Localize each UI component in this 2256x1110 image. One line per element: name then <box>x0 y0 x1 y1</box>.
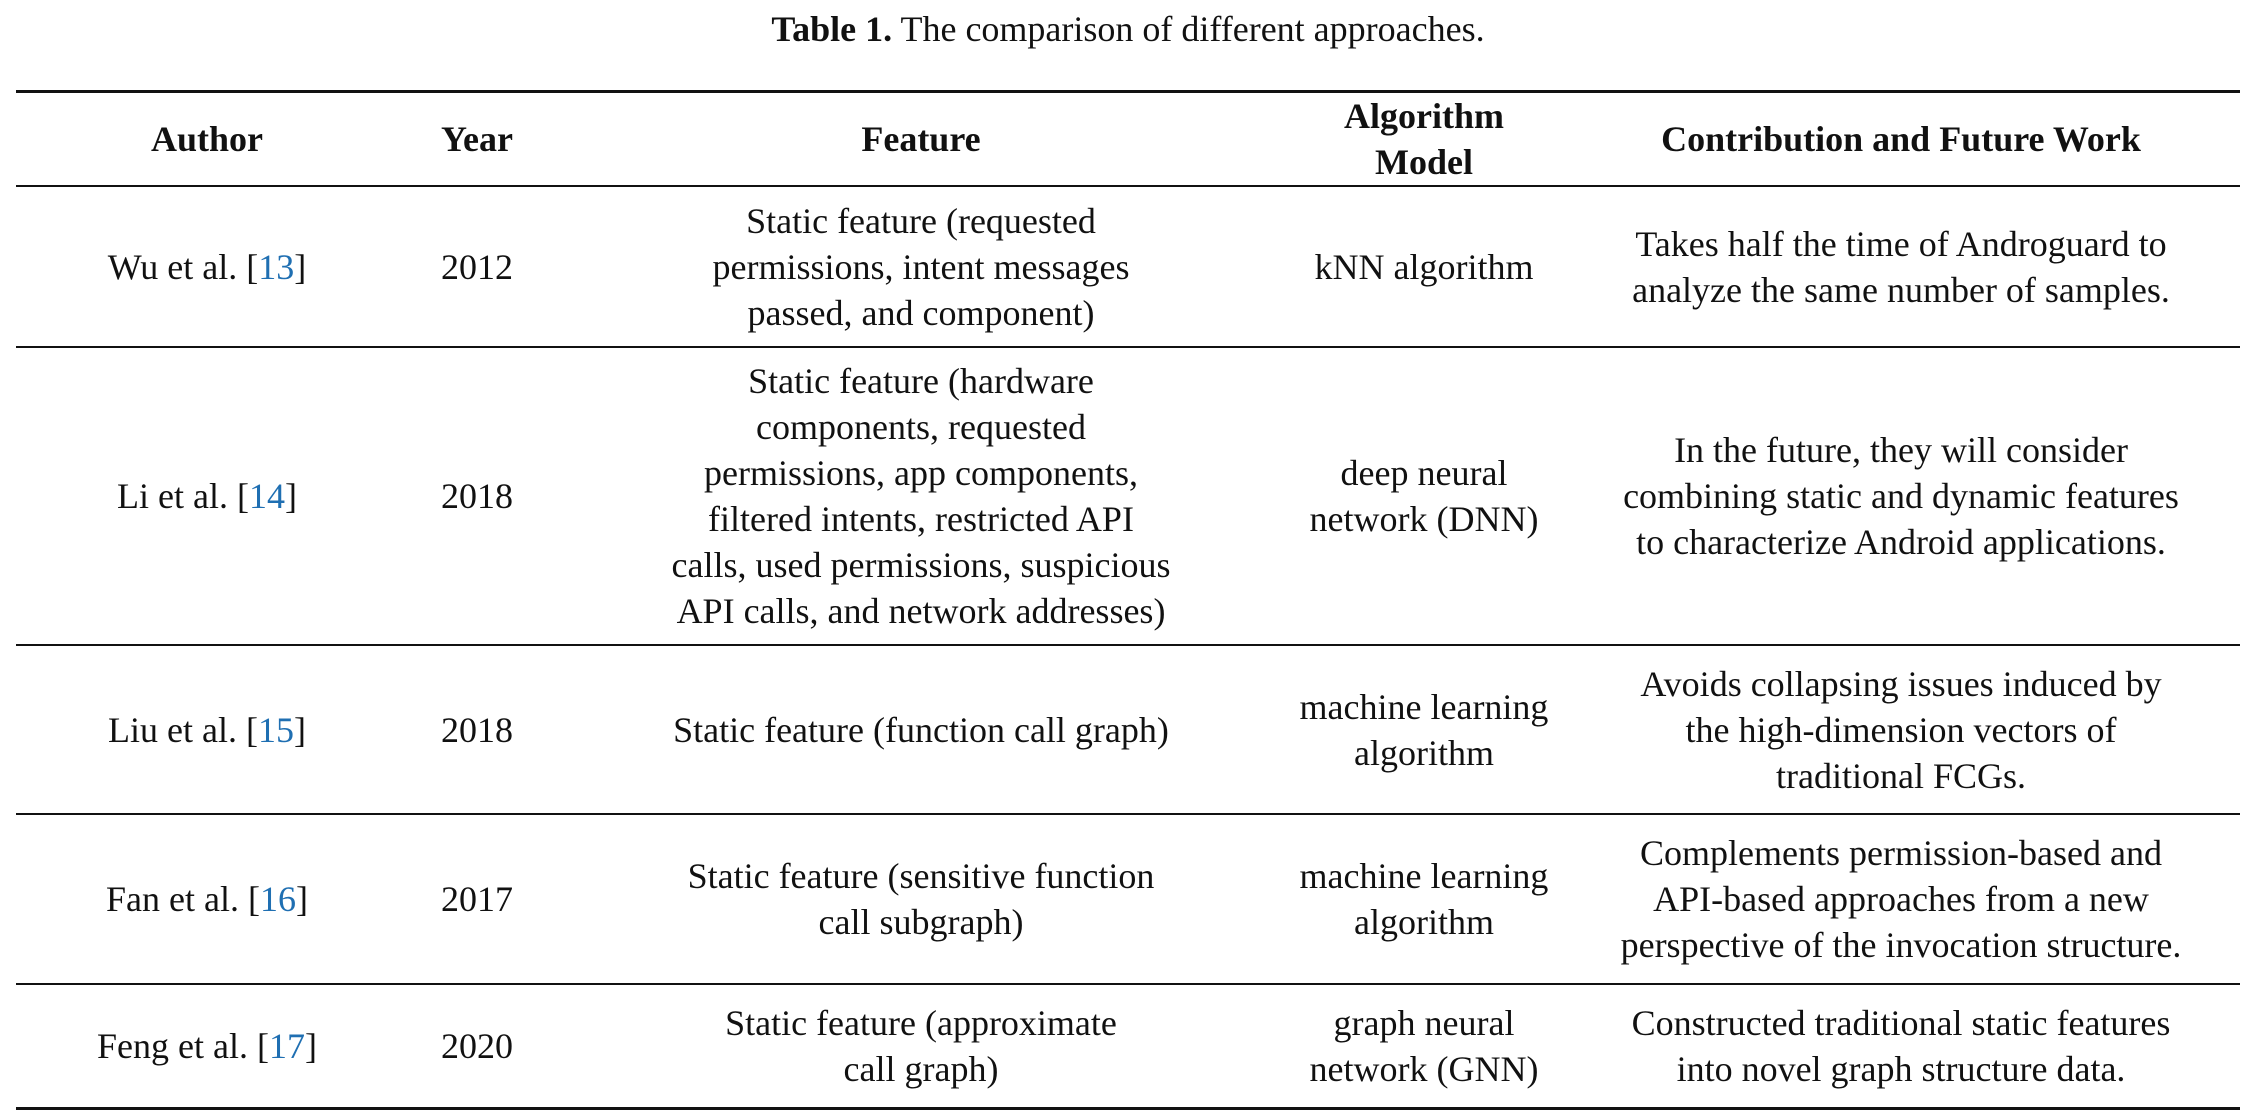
model-cell: machine learning algorithm <box>1286 645 1562 814</box>
feature-line: calls, used permissions, suspicious <box>671 545 1171 585</box>
model-line: machine learning <box>1299 856 1549 896</box>
comparison-table: Author Year Feature Algorithm Model Cont… <box>16 90 2240 1110</box>
citation-link[interactable]: 15 <box>257 709 294 750</box>
table-caption-label: Table 1. <box>771 9 893 49</box>
citation-link[interactable]: 16 <box>259 879 296 919</box>
model-line: network (DNN) <box>1309 499 1539 539</box>
header-algorithm-model: Algorithm Model <box>1344 96 1504 182</box>
contribution-cell: Takes half the time of Androguard to ana… <box>1562 186 2240 347</box>
feature-line: call graph) <box>843 1048 999 1089</box>
citation-link[interactable]: 17 <box>268 1025 305 1066</box>
feature-line: permissions, app components, <box>704 453 1138 493</box>
header-feature: Feature <box>861 119 981 159</box>
header-contribution: Contribution and Future Work <box>1661 119 2141 159</box>
header-year: Year <box>441 119 513 159</box>
table-header-row: Author Year Feature Algorithm Model Cont… <box>16 91 2240 186</box>
feature-line: Static feature (hardware <box>748 361 1094 401</box>
model-cell: deep neural network (DNN) <box>1286 347 1562 645</box>
model-cell: machine learning algorithm <box>1286 814 1562 984</box>
table-row: Li et al. [14] 2018 Static feature (hard… <box>16 347 2240 645</box>
contribution-line: Avoids collapsing issues induced by <box>1640 663 2162 704</box>
author-cell: Feng et al. [17] <box>97 1025 317 1066</box>
contribution-line: Complements permission-based and <box>1640 833 2162 873</box>
feature-line: Static feature (requested <box>746 200 1096 241</box>
year-cell: 2020 <box>441 1025 513 1066</box>
contribution-line: In the future, they will consider <box>1674 430 2128 470</box>
feature-line: API calls, and network addresses) <box>676 591 1166 631</box>
citation-link[interactable]: 13 <box>258 246 295 287</box>
author-cell: Liu et al. [15] <box>108 709 306 750</box>
feature-cell: Static feature (hardware components, req… <box>556 347 1286 645</box>
model-line: machine learning <box>1299 686 1549 727</box>
model-line: graph neural <box>1333 1002 1515 1043</box>
feature-line: filtered intents, restricted API <box>708 499 1134 539</box>
feature-line: components, requested <box>756 407 1086 447</box>
feature-cell: Static feature (sensitive function call … <box>556 814 1286 984</box>
table-caption: Table 1. The comparison of different app… <box>0 4 2256 54</box>
feature-line: permissions, intent messages <box>712 246 1130 287</box>
feature-cell: Static feature (approximate call graph) <box>556 984 1286 1108</box>
author-name: Liu et al. <box>108 709 237 750</box>
feature-cell: Static feature (function call graph) <box>556 645 1286 814</box>
contribution-line: combining static and dynamic features <box>1623 476 2179 516</box>
contribution-line: analyze the same number of samples. <box>1632 269 2170 310</box>
feature-line: Static feature (approximate <box>725 1002 1117 1043</box>
author-name: Feng et al. <box>97 1025 248 1066</box>
table-row: Wu et al. [13] 2012 Static feature (requ… <box>16 186 2240 347</box>
contribution-line: Constructed traditional static features <box>1631 1002 2171 1043</box>
author-cell: Li et al. [14] <box>117 476 297 516</box>
contribution-line: Takes half the time of Androguard to <box>1635 223 2167 264</box>
model-line: network (GNN) <box>1309 1048 1539 1089</box>
citation-link[interactable]: 14 <box>248 476 285 516</box>
contribution-cell: Avoids collapsing issues induced by the … <box>1562 645 2240 814</box>
feature-line: Static feature (function call graph) <box>673 709 1169 750</box>
table-row: Fan et al. [16] 2017 Static feature (sen… <box>16 814 2240 984</box>
model-cell: graph neural network (GNN) <box>1286 984 1562 1108</box>
author-name: Wu et al. <box>107 246 238 287</box>
year-cell: 2017 <box>441 879 513 919</box>
contribution-line: perspective of the invocation structure. <box>1620 925 2182 965</box>
feature-line: call subgraph) <box>818 902 1024 942</box>
model-cell: kNN algorithm <box>1286 186 1562 347</box>
author-name: Fan et al. <box>106 879 239 919</box>
contribution-line: traditional FCGs. <box>1776 755 2026 796</box>
contribution-line: into novel graph structure data. <box>1676 1048 2126 1089</box>
year-cell: 2012 <box>441 246 513 287</box>
model-line: deep neural <box>1340 453 1508 493</box>
feature-line: passed, and component) <box>747 292 1095 333</box>
feature-cell: Static feature (requested permissions, i… <box>556 186 1286 347</box>
author-cell: Fan et al. [16] <box>106 879 308 919</box>
model-line: kNN algorithm <box>1314 246 1534 287</box>
contribution-line: API-based approaches from a new <box>1653 879 2149 919</box>
table-row: Feng et al. [17] 2020 Static feature (ap… <box>16 984 2240 1108</box>
contribution-line: the high-dimension vectors of <box>1685 709 2117 750</box>
contribution-cell: In the future, they will consider combin… <box>1562 347 2240 645</box>
contribution-cell: Constructed traditional static features … <box>1562 984 2240 1108</box>
model-line: algorithm <box>1354 902 1494 942</box>
contribution-line: to characterize Android applications. <box>1636 522 2166 562</box>
table-caption-text: The comparison of different approaches. <box>900 9 1485 49</box>
header-author: Author <box>150 119 263 159</box>
feature-line: Static feature (sensitive function <box>687 856 1155 896</box>
contribution-cell: Complements permission-based and API-bas… <box>1562 814 2240 984</box>
model-line: algorithm <box>1354 732 1494 773</box>
author-name: Li et al. <box>117 476 228 516</box>
year-cell: 2018 <box>441 709 513 750</box>
year-cell: 2018 <box>441 476 513 516</box>
author-cell: Wu et al. [13] <box>107 246 307 287</box>
table-row: Liu et al. [15] 2018 Static feature (fun… <box>16 645 2240 814</box>
